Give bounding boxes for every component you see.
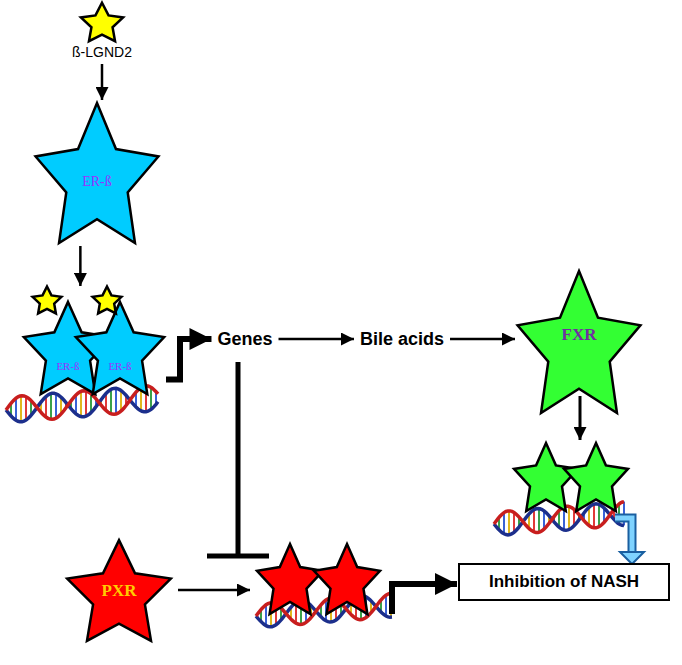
dna-rung xyxy=(508,511,510,535)
dna-rung xyxy=(533,510,535,532)
receptor-star: FXR xyxy=(515,268,643,416)
activation-arrow xyxy=(178,589,250,592)
star-shape xyxy=(518,271,641,413)
receptor-dimer-star: ER-ß xyxy=(74,286,166,396)
output-arrow xyxy=(615,518,632,552)
output-arrowhead xyxy=(620,552,644,564)
process-label: Bile acids xyxy=(354,327,450,352)
dna-helix xyxy=(6,386,158,422)
star-shape xyxy=(76,302,164,394)
node-label: PXR xyxy=(102,581,137,601)
dna-rung xyxy=(593,504,595,528)
fxr-dimer-star xyxy=(514,443,578,511)
ligand-star-shape xyxy=(32,286,62,314)
arrow-connector xyxy=(79,246,82,286)
output-arrow xyxy=(615,518,632,553)
dna-rung xyxy=(80,391,82,416)
node-label: FXR xyxy=(562,325,597,345)
arrow-connector xyxy=(450,338,515,341)
arrow-connector xyxy=(279,338,354,341)
dna-rung xyxy=(538,509,540,533)
ligand-star-shape xyxy=(33,287,62,314)
dna-rung xyxy=(20,396,22,422)
dna-rung xyxy=(150,387,152,409)
dna-rung xyxy=(568,506,570,529)
ligand-star-shape xyxy=(93,287,122,314)
node-label: ER-ß xyxy=(82,174,112,190)
inhibition-bar xyxy=(207,554,269,559)
dna-rung xyxy=(598,504,600,526)
ligand-star: ß-LGND2 xyxy=(60,0,144,64)
node-label: Inhibition of NASH xyxy=(470,572,658,592)
fxr-dimer-star xyxy=(564,443,628,511)
dna-rung xyxy=(503,513,505,534)
star-shape xyxy=(67,540,171,641)
receptor-star: ER-ß xyxy=(33,100,161,246)
dna-rung xyxy=(25,397,27,420)
activation-arrow xyxy=(579,396,582,440)
dna-strand xyxy=(6,386,158,419)
process-label: Genes xyxy=(211,327,278,352)
arrow-connector xyxy=(101,64,104,100)
star-shape xyxy=(74,300,166,396)
dna-rung xyxy=(55,394,57,418)
ligand-star-shape xyxy=(92,286,122,314)
pxr-dimer-star xyxy=(314,544,380,614)
node-label: Genes xyxy=(217,329,272,350)
node-label: ß-LGND2 xyxy=(72,44,132,60)
inhibition-line xyxy=(236,362,241,556)
dna-rung xyxy=(115,388,117,414)
node-label: Bile acids xyxy=(360,329,444,350)
ligand-star-shape xyxy=(80,2,124,42)
dna-rung xyxy=(85,391,87,416)
outcome-box: Inhibition of NASH xyxy=(458,563,670,601)
dna-rung xyxy=(15,398,17,420)
dna-rung xyxy=(110,389,112,413)
ligand-star-shape xyxy=(81,3,123,41)
dna-rung xyxy=(50,394,52,420)
arrow-connector xyxy=(166,339,211,380)
dna-rung xyxy=(265,605,267,626)
transcription-arrow xyxy=(392,584,457,614)
star-shape xyxy=(36,103,159,243)
node-label: ER-ß xyxy=(56,360,79,373)
receptor-star: PXR xyxy=(65,538,173,643)
dna-rung xyxy=(385,595,387,616)
node-label: ER-ß xyxy=(108,360,131,373)
star-shape xyxy=(33,100,161,246)
